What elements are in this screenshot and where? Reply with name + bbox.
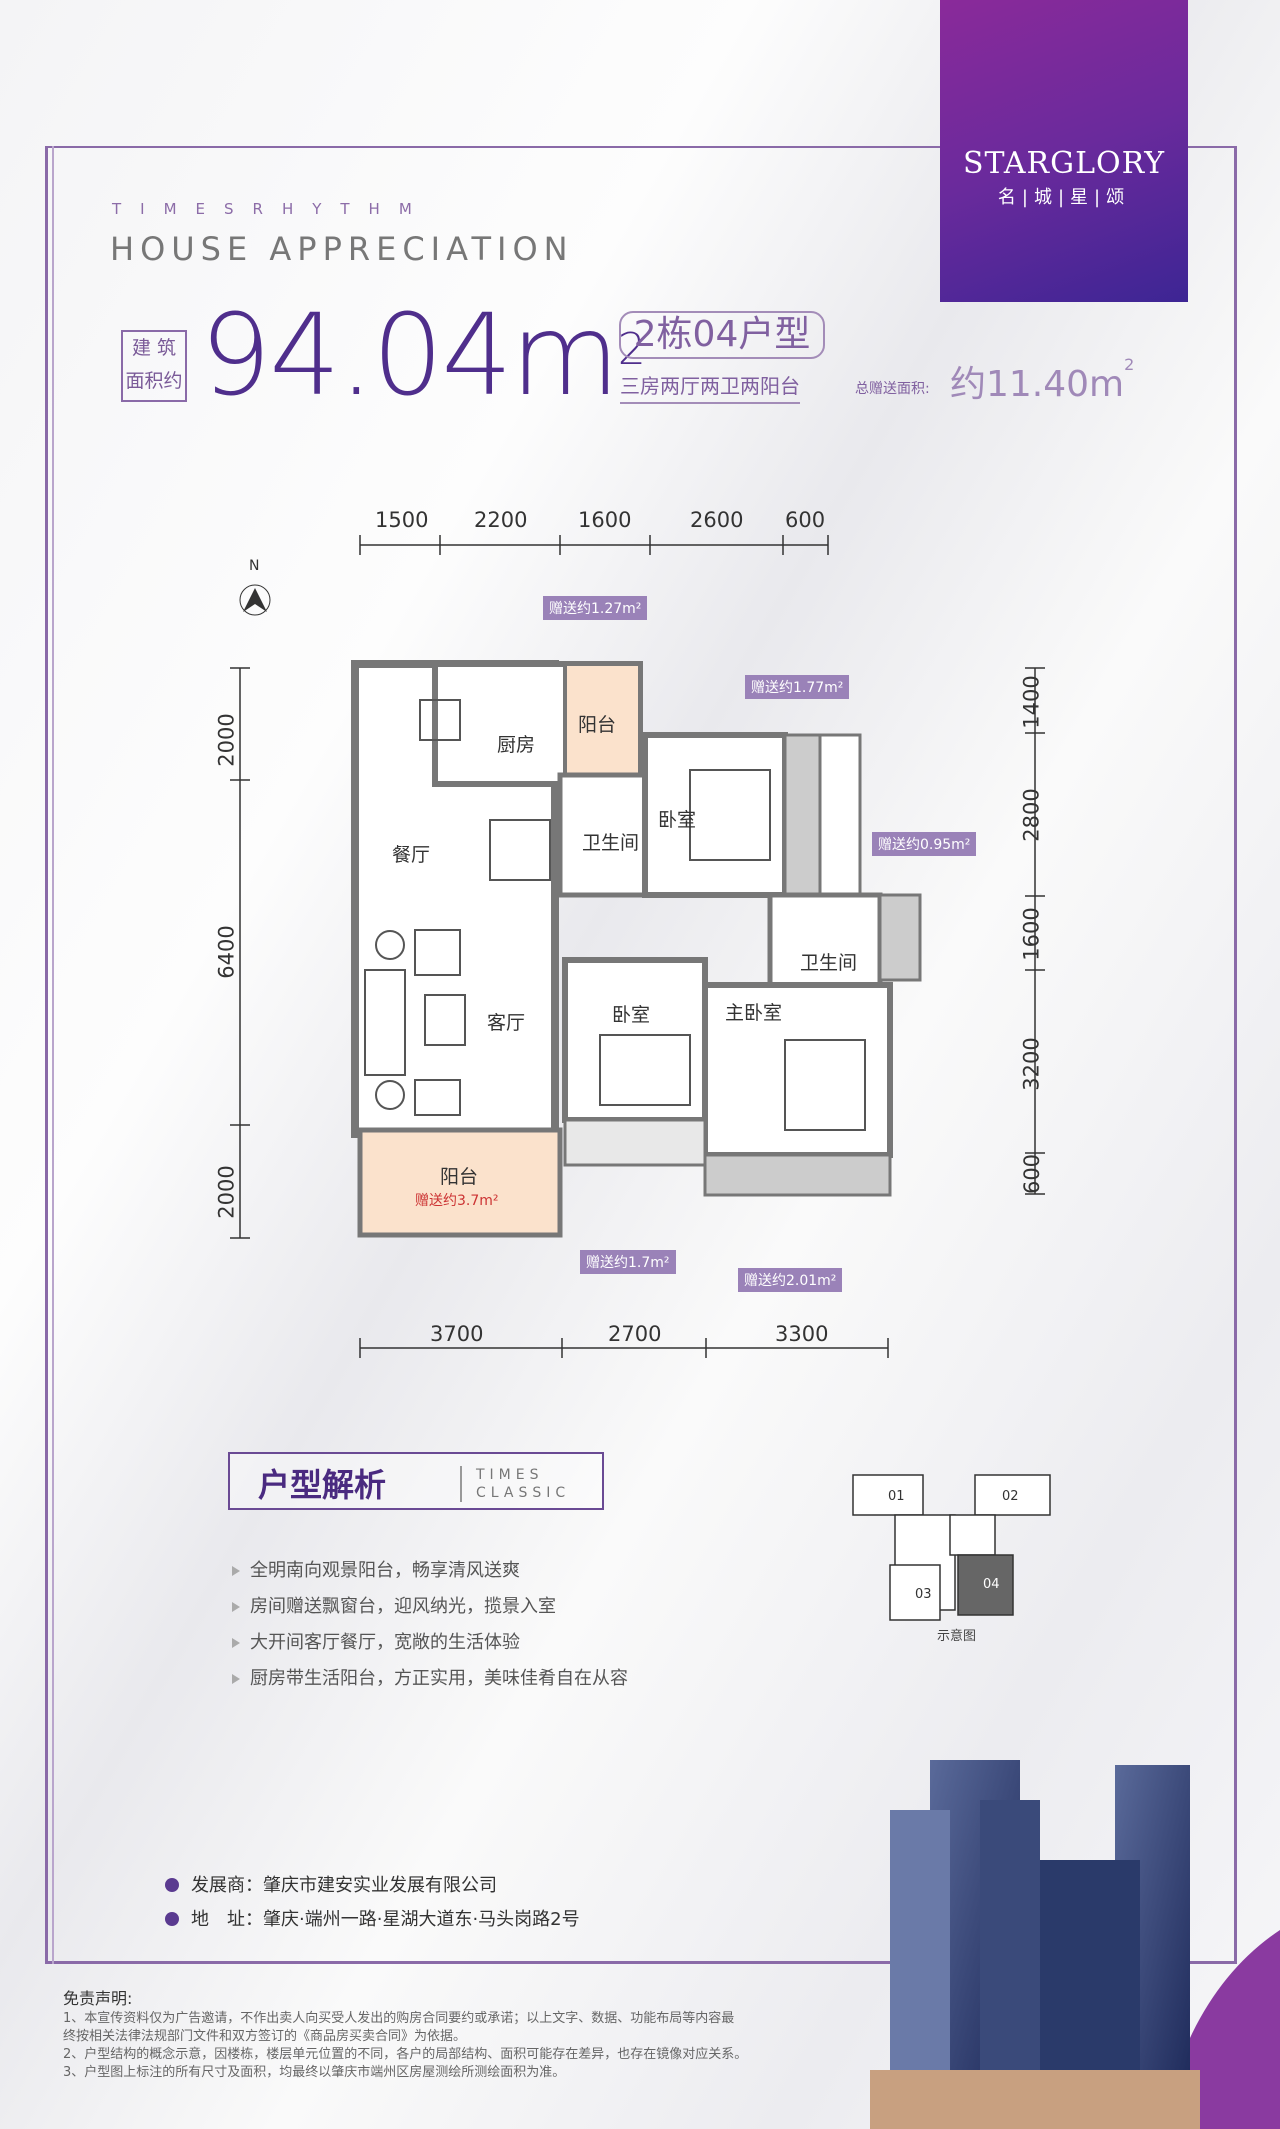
disclaimer-line: 3、户型图上标注的所有尺寸及面积，均最终以肇庆市端州区房屋测绘所测绘面积为准。 xyxy=(63,2065,566,2080)
room-balcony-big: 阳台 xyxy=(440,1166,479,1188)
north-arrow xyxy=(239,584,271,616)
dimension-lines xyxy=(239,544,1036,1349)
key-plan-caption: 示意图 xyxy=(937,1629,977,1644)
room-living: 客厅 xyxy=(487,1012,526,1034)
area-label: 建 筑面积约 xyxy=(121,330,187,402)
area-label-2: 面积约 xyxy=(125,370,183,392)
room-kitchen: 厨房 xyxy=(497,734,536,756)
gift-tag: 赠送约1.77m² xyxy=(745,675,850,699)
area-value: 94.04m xyxy=(200,291,620,421)
analysis-point: 厨房带生活阳台，方正实用，美味佳肴自在从容 xyxy=(232,1664,628,1690)
unit-04: 04 xyxy=(983,1577,1000,1592)
times-rhythm: TIMESRHYTHM xyxy=(112,200,431,218)
disclaimer-line: 2、户型结构的概念示意，因楼栋，楼层单元位置的不同，各户的局部结构、面积可能存在… xyxy=(63,2047,748,2062)
frame-inner-line xyxy=(52,146,54,1964)
dev-value: 肇庆市建安实业发展有限公司 xyxy=(263,1875,497,1896)
room-bath-1: 卫生间 xyxy=(582,832,640,854)
balcony-gift: 赠送约3.7m² xyxy=(415,1193,499,1209)
plan-walls xyxy=(351,660,922,1238)
analysis-header: 户型解析 TIMES CLASSIC xyxy=(228,1452,604,1510)
gift-label: 总赠送面积: xyxy=(855,381,930,397)
analysis-en-1: TIMES xyxy=(476,1467,544,1483)
gift-tag: 赠送约0.95m² xyxy=(872,832,977,856)
top-dim: 1500 xyxy=(375,508,429,532)
analysis-point: 大开间客厅餐厅，宽敞的生活体验 xyxy=(232,1628,520,1654)
page-frame xyxy=(45,146,1237,1964)
disclaimer: 免责声明: 1、本宣传资料仅为广告邀请，不作出卖人向买受人发出的购房合同要约或承… xyxy=(63,1990,747,2082)
bottom-dim: 3300 xyxy=(775,1322,829,1346)
left-dim: 6400 xyxy=(214,925,239,979)
unit-03: 03 xyxy=(915,1587,932,1602)
left-dim: 2000 xyxy=(214,713,239,767)
gift-tag: 赠送约1.27m² xyxy=(543,596,648,620)
right-dim: 600 xyxy=(1020,1153,1045,1195)
building-illustration xyxy=(870,1760,1280,2129)
room-balcony-small: 阳台 xyxy=(578,714,617,736)
addr-label: 地 址： xyxy=(191,1909,263,1930)
analysis-en-2: CLASSIC xyxy=(476,1485,571,1501)
top-dim: 600 xyxy=(785,508,826,532)
gift-value: 约11.40m xyxy=(950,364,1125,405)
bottom-dim: 2700 xyxy=(608,1322,662,1346)
unit-02: 02 xyxy=(1002,1489,1019,1504)
top-dim: 1600 xyxy=(578,508,632,532)
address: 地 址：肇庆·端州一路·星湖大道东·马头岗路2号 xyxy=(165,1905,580,1931)
room-dining: 餐厅 xyxy=(392,844,431,866)
dev-label: 发展商： xyxy=(191,1875,263,1896)
addr-value: 肇庆·端州一路·星湖大道东·马头岗路2号 xyxy=(263,1909,580,1930)
building-area: 94.04m2 xyxy=(200,296,646,416)
layout-desc: 三房两厅两卫两阳台 xyxy=(620,370,800,404)
right-dim: 1600 xyxy=(1019,907,1044,961)
logo-cn: 名|城|星|颂 xyxy=(997,187,1131,208)
point-text: 厨房带生活阳台，方正实用，美味佳肴自在从容 xyxy=(250,1668,628,1689)
room-bedroom-2: 卧室 xyxy=(612,1004,651,1026)
analysis-title: 户型解析 xyxy=(258,1466,387,1504)
room-bath-2: 卫生间 xyxy=(800,952,858,974)
gift-tag: 赠送约1.7m² xyxy=(580,1250,676,1274)
room-master: 主卧室 xyxy=(725,1002,783,1024)
floor-plan xyxy=(230,535,1045,1358)
brand-logo: STARGLORY 名|城|星|颂 xyxy=(940,0,1188,302)
room-bedroom-1: 卧室 xyxy=(658,809,697,831)
right-dim: 3200 xyxy=(1019,1037,1044,1091)
unit-type-badge: 2栋04户型 xyxy=(619,311,825,359)
top-dim: 2200 xyxy=(474,508,528,532)
analysis-point: 全明南向观景阳台，畅享清风送爽 xyxy=(232,1556,520,1582)
key-plan: 01 02 03 04 xyxy=(852,1474,1051,1621)
house-appreciation: HOUSE APPRECIATION xyxy=(110,230,574,268)
bottom-dim: 3700 xyxy=(430,1322,484,1346)
disclaimer-title: 免责声明: xyxy=(63,1989,133,2008)
point-text: 大开间客厅餐厅，宽敞的生活体验 xyxy=(250,1632,520,1653)
north-label: N xyxy=(249,558,260,574)
gift-sup: 2 xyxy=(1124,355,1135,374)
point-text: 房间赠送飘窗台，迎风纳光，揽景入室 xyxy=(250,1596,556,1617)
developer: 发展商：肇庆市建安实业发展有限公司 xyxy=(165,1871,497,1897)
left-dim: 2000 xyxy=(214,1165,239,1219)
right-dim: 2800 xyxy=(1019,788,1044,842)
logo-en: STARGLORY xyxy=(962,146,1166,181)
unit-01: 01 xyxy=(888,1489,905,1504)
furniture xyxy=(364,699,866,1131)
gift-area: 约11.40m2 xyxy=(950,355,1134,407)
top-dim: 2600 xyxy=(690,508,744,532)
analysis-point: 房间赠送飘窗台，迎风纳光，揽景入室 xyxy=(232,1592,556,1618)
point-text: 全明南向观景阳台，畅享清风送爽 xyxy=(250,1560,520,1581)
gift-tag: 赠送约2.01m² xyxy=(738,1268,843,1292)
area-label-1: 建 筑 xyxy=(131,337,177,359)
disclaimer-line: 终按相关法律法规部门文件和双方签订的《商品房买卖合同》为依据。 xyxy=(63,2029,467,2044)
disclaimer-line: 1、本宣传资料仅为广告邀请，不作出卖人向买受人发出的购房合同要约或承诺；以上文字… xyxy=(63,2011,735,2026)
analysis-en: TIMES CLASSIC xyxy=(460,1466,570,1502)
right-dim: 1400 xyxy=(1019,675,1044,729)
